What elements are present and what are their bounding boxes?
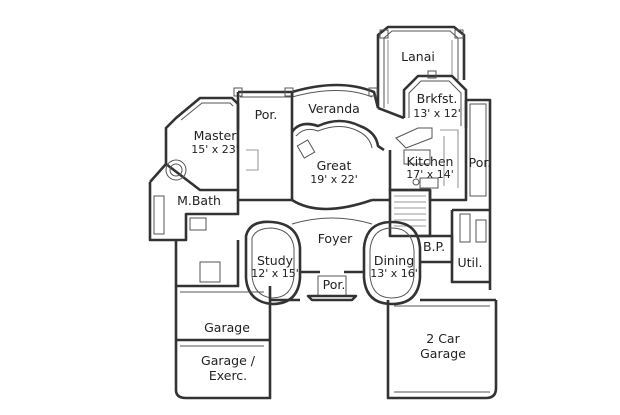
foyer-walls xyxy=(238,198,390,302)
butler-pantry-label: B.P. xyxy=(423,239,445,254)
master-label: Master xyxy=(194,128,238,143)
garage-label: Garage xyxy=(204,320,250,335)
master-bath-label: M.Bath xyxy=(177,193,221,208)
lanai-label: Lanai xyxy=(401,49,435,64)
great-dims: 19' x 22' xyxy=(310,173,358,186)
kitchen-dims: 17' x 14' xyxy=(406,168,454,181)
breakfast-label: Brkfst. xyxy=(417,91,458,106)
dining-walls xyxy=(362,220,422,306)
kitchen-walls xyxy=(377,106,468,202)
stair-walls xyxy=(388,188,454,264)
veranda-label: Veranda xyxy=(308,101,360,116)
breakfast-walls xyxy=(402,70,468,128)
breakfast-dims: 13' x 12' xyxy=(413,107,461,120)
utility-label: Util. xyxy=(458,255,483,270)
two-car-garage-label-2: Garage xyxy=(420,346,466,361)
dining-label: Dining xyxy=(374,253,414,268)
right-garage-walls xyxy=(386,298,498,400)
master-bath-walls xyxy=(148,159,240,288)
porch-entry-label: Por. xyxy=(323,277,346,292)
garage-exercise-label-2: Exerc. xyxy=(209,368,247,383)
foyer-label: Foyer xyxy=(318,231,353,246)
porch-veranda-label: Por. xyxy=(255,107,278,122)
right-wing-walls xyxy=(450,98,492,290)
great-label: Great xyxy=(317,158,352,173)
lanai-walls xyxy=(376,25,466,108)
left-garage-walls xyxy=(174,286,300,400)
porch-kitchen-label: Por. xyxy=(469,155,492,170)
garage-exercise-label: Garage / xyxy=(201,353,256,368)
study-label: Study xyxy=(257,253,294,268)
great-walls xyxy=(290,119,385,211)
study-dims: 12' x 15' xyxy=(251,267,299,280)
master-dims: 15' x 23' xyxy=(191,143,239,156)
kitchen-label: Kitchen xyxy=(407,154,454,169)
study-walls xyxy=(244,220,302,306)
two-car-garage-label: 2 Car xyxy=(426,331,460,346)
dining-dims: 13' x 16' xyxy=(370,267,418,280)
